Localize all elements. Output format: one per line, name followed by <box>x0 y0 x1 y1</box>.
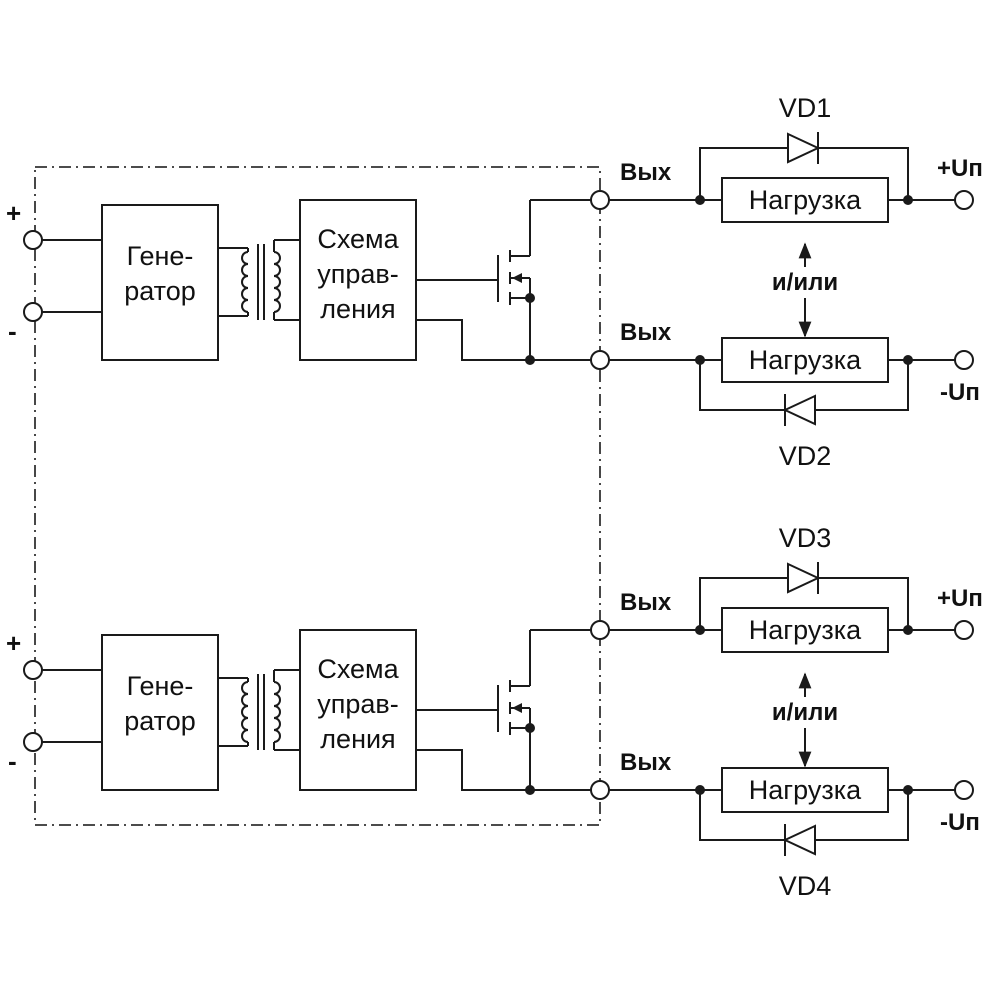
and-or-label: и/или <box>772 699 838 726</box>
diode-label-bottom: VD2 <box>779 441 832 471</box>
supply-terminal-bottom <box>954 350 974 370</box>
supply-label-bottom: -Uп <box>940 379 980 406</box>
control-label-line2: управ- <box>317 689 399 719</box>
input-plus-label: + <box>6 628 21 658</box>
generator-box <box>101 634 219 791</box>
diode-label-top: VD1 <box>779 93 832 123</box>
control-label-line1: Схема <box>317 224 399 254</box>
output-terminal-bottom <box>590 780 610 800</box>
supply-label-top: +Uп <box>937 155 983 182</box>
supply-terminal-top <box>954 190 974 210</box>
output-terminal-top <box>590 620 610 640</box>
diode-label-bottom: VD4 <box>779 871 832 901</box>
mosfet-transistor <box>497 199 591 360</box>
output-label-top: Вых <box>620 589 672 616</box>
generator-label-line2: ратор <box>124 706 196 736</box>
input-minus-label: - <box>8 316 17 346</box>
diode-bottom <box>782 824 816 856</box>
input-minus-terminal <box>23 302 43 322</box>
load-box-bottom <box>721 337 889 383</box>
and-or-label: и/или <box>772 269 838 296</box>
load-label-bottom: Нагрузка <box>749 775 862 805</box>
mosfet-transistor <box>497 629 591 790</box>
output-label-top: Вых <box>620 159 672 186</box>
diode-top <box>787 132 821 164</box>
transformer <box>218 239 300 321</box>
load-box-bottom <box>721 767 889 813</box>
load-box-top <box>721 607 889 653</box>
channel-2: + - Гене- ратор Схема управ- ления <box>6 523 983 901</box>
supply-terminal-bottom <box>954 780 974 800</box>
load-label-top: Нагрузка <box>749 615 862 645</box>
supply-terminal-top <box>954 620 974 640</box>
generator-label-line1: Гене- <box>127 671 194 701</box>
input-minus-terminal <box>23 732 43 752</box>
control-label-line2: управ- <box>317 259 399 289</box>
control-circuit-box <box>299 199 417 361</box>
supply-label-bottom: -Uп <box>940 809 980 836</box>
generator-box <box>101 204 219 361</box>
generator-label-line1: Гене- <box>127 241 194 271</box>
diode-bottom <box>782 394 816 426</box>
control-label-line1: Схема <box>317 654 399 684</box>
output-label-bottom: Вых <box>620 319 672 346</box>
control-label-line3: ления <box>320 294 395 324</box>
input-plus-terminal <box>23 230 43 250</box>
module-boundary <box>34 166 601 826</box>
load-box-top <box>721 177 889 223</box>
generator-label-line2: ратор <box>124 276 196 306</box>
load-label-top: Нагрузка <box>749 185 862 215</box>
diode-top <box>787 562 821 594</box>
output-label-bottom: Вых <box>620 749 672 776</box>
input-minus-label: - <box>8 746 17 776</box>
output-terminal-top <box>590 190 610 210</box>
load-label-bottom: Нагрузка <box>749 345 862 375</box>
control-circuit-box <box>299 629 417 791</box>
control-label-line3: ления <box>320 724 395 754</box>
channel-1: + - Гене- ратор Схема управ- ления <box>6 93 983 471</box>
supply-label-top: +Uп <box>937 585 983 612</box>
input-plus-label: + <box>6 198 21 228</box>
output-terminal-bottom <box>590 350 610 370</box>
transformer <box>218 669 300 751</box>
input-plus-terminal <box>23 660 43 680</box>
diode-label-top: VD3 <box>779 523 832 553</box>
